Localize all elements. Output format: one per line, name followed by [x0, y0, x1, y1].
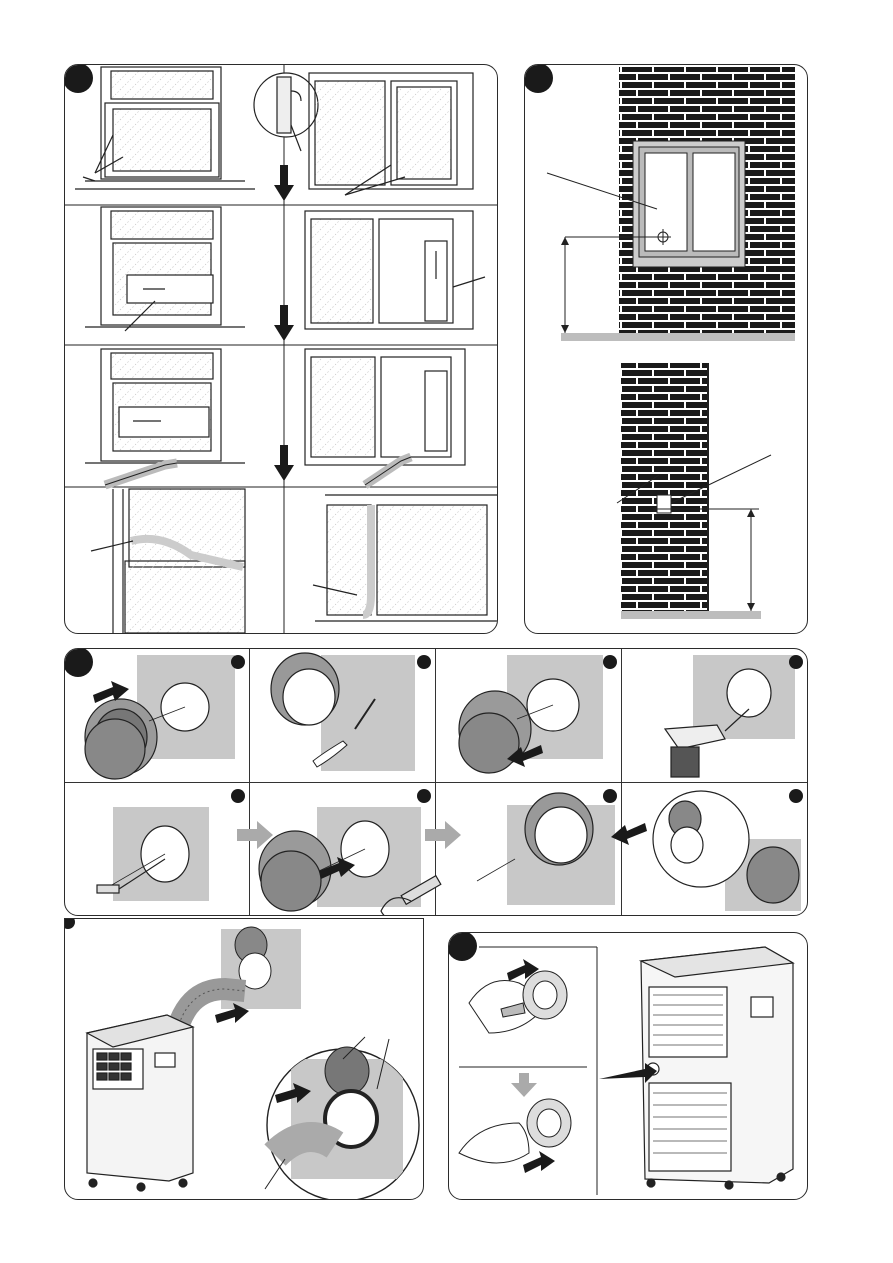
- step-dot: [603, 655, 617, 669]
- hose-connection-panel: [64, 918, 424, 1200]
- air-conditioner-icon: [641, 947, 793, 1189]
- sliding-window-4: [313, 495, 497, 621]
- step-dot: [417, 789, 431, 803]
- sliding-window-1: [309, 73, 473, 195]
- sliding-window-2: [305, 211, 485, 329]
- drain-plug-illustration: [449, 933, 807, 1199]
- air-conditioner-icon: [87, 1015, 193, 1191]
- brick-wall-icon: [621, 363, 707, 611]
- step-dot: [603, 789, 617, 803]
- sliding-window-3: [305, 349, 465, 485]
- brick-wall-illustration: [525, 65, 807, 633]
- sash-window-4: [91, 489, 245, 633]
- window-kit-illustration: [65, 65, 497, 633]
- step-dot: [789, 789, 803, 803]
- ground: [621, 611, 761, 619]
- bracket-detail: [254, 73, 318, 151]
- wall-mount-kit-panel: [64, 648, 808, 916]
- sash-window-3: [85, 349, 245, 485]
- step-dot: [789, 655, 803, 669]
- ground: [561, 333, 795, 341]
- wall-position-panel: [524, 64, 808, 634]
- window-kit-panel: [64, 64, 498, 634]
- wall-mount-illustration: [65, 649, 807, 915]
- step-dot: [231, 789, 245, 803]
- step-dot: [231, 655, 245, 669]
- step-dot: [417, 655, 431, 669]
- drain-plug-panel: [448, 932, 808, 1200]
- sash-window-2: [85, 207, 245, 331]
- sash-window-1: [75, 67, 255, 189]
- hose-connection-illustration: [65, 919, 423, 1199]
